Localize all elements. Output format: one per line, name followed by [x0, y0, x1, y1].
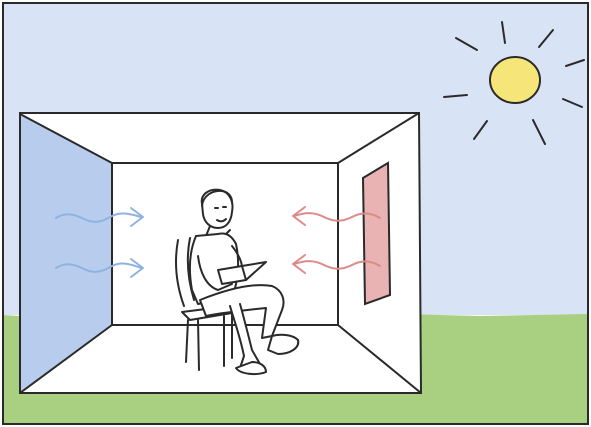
heating-panel — [363, 163, 390, 304]
